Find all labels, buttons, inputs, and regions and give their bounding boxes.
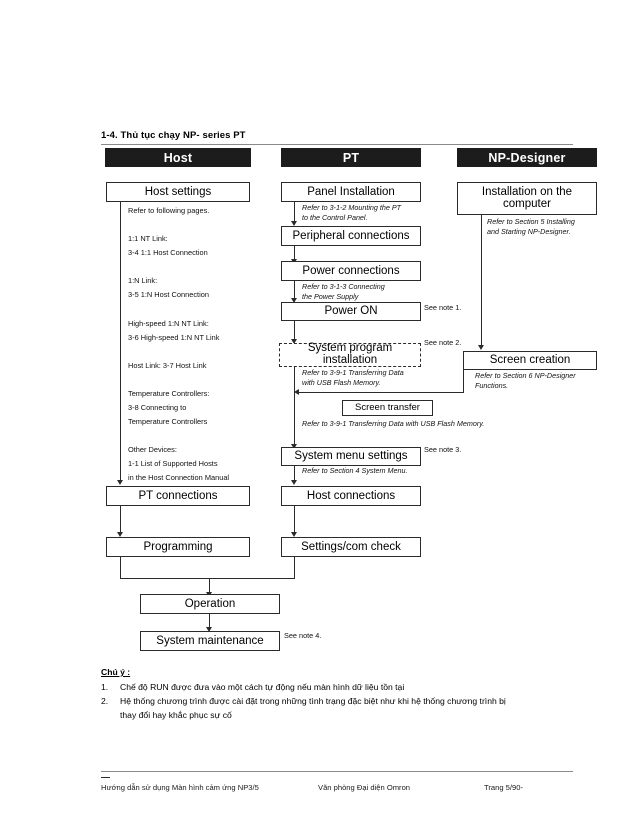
arrow-operation-to-maintenance: [206, 627, 212, 632]
footer-right-text: Trang 5/90-: [484, 783, 523, 792]
connector-operation-to-maintenance: [209, 614, 211, 629]
footer-center-text: Văn phòng Đại diện Omron: [318, 783, 411, 792]
flow-box-system-maintenance[interactable]: System maintenance: [140, 631, 280, 651]
arrow-panel-to-peripheral: [291, 221, 297, 226]
ref-screen-creation: Refer to Section 6 NP-Designer Functions…: [475, 371, 576, 390]
arrow-screen-creation-to-pt-spine: [294, 389, 299, 395]
flow-box-system-program-installation[interactable]: System program installation: [279, 343, 421, 367]
connector-programming-down: [120, 557, 122, 579]
arrow-pt-connections-to-programming: [117, 532, 123, 537]
title-divider: [101, 144, 573, 145]
flow-box-peripheral-connections[interactable]: Peripheral connections: [281, 226, 421, 246]
flow-box-power-connections[interactable]: Power connections: [281, 261, 421, 281]
flow-box-settings-com-check[interactable]: Settings/com check: [281, 537, 421, 557]
flow-box-programming[interactable]: Programming: [106, 537, 250, 557]
ref-power-connections: Refer to 3-1-3 Connecting the Power Supp…: [302, 282, 385, 301]
arrow-to-system-menu-settings: [291, 444, 297, 449]
note-tag-3: See note 3.: [424, 445, 462, 454]
flow-box-host-settings[interactable]: Host settings: [106, 182, 250, 202]
connector-system-menu-to-host-connections: [294, 466, 296, 481]
footer-left-text: Hướng dẫn sử dụng Màn hình cảm ứng NP3/5: [101, 783, 259, 792]
ref-screen-transfer: Refer to 3-9-1 Transferring Data with US…: [302, 419, 485, 428]
ref-installation-on-computer: Refer to Section 5 Installing and Starti…: [487, 217, 575, 236]
flow-box-installation-on-computer[interactable]: Installation on the computer: [457, 182, 597, 215]
column-header-pt: PT: [281, 148, 421, 167]
connector-peripheral-to-power: [294, 246, 296, 260]
flow-box-panel-installation[interactable]: Panel Installation: [281, 182, 421, 202]
connector-merge-to-operation: [209, 578, 211, 594]
note-tag-1: See note 1.: [424, 303, 462, 312]
note-tag-4: See note 4.: [284, 631, 322, 640]
note-text-1: Chế độ RUN được đưa vào một cách tự động…: [120, 682, 405, 692]
footer-tick-mark: [101, 777, 110, 778]
flow-box-screen-transfer[interactable]: Screen transfer: [342, 400, 433, 416]
connector-panel-to-peripheral: [294, 202, 296, 222]
system-program-installation-line1: System program: [307, 342, 393, 355]
note-number-1: 1.: [101, 682, 109, 692]
arrow-power-conn-to-power-on: [291, 298, 297, 303]
connector-installation-to-screen-creation: [481, 215, 483, 347]
note-tag-2: See note 2.: [424, 338, 462, 347]
arrow-installation-to-screen-creation: [478, 345, 484, 350]
note-number-2: 2.: [101, 696, 109, 706]
footer-divider: [101, 771, 573, 772]
connector-host-settings-to-pt-connections: [120, 202, 122, 481]
flow-box-pt-connections[interactable]: PT connections: [106, 486, 250, 506]
note-text-2: Hệ thống chương trình được cài đặt trong…: [120, 696, 506, 706]
connector-screen-creation-down: [463, 370, 465, 393]
column-header-host: Host: [105, 148, 251, 167]
connector-sysprog-to-system-menu: [294, 367, 296, 446]
installation-on-computer-line2: computer: [503, 197, 551, 210]
flow-box-system-menu-settings[interactable]: System menu settings: [281, 447, 421, 466]
host-settings-reference-list: Refer to following pages. 1:1 NT Link: 3…: [128, 206, 230, 483]
flow-box-screen-creation[interactable]: Screen creation: [463, 351, 597, 370]
flow-box-operation[interactable]: Operation: [140, 594, 280, 614]
connector-pt-connections-to-programming: [120, 506, 122, 533]
notes-heading: Chú ý :: [101, 667, 131, 677]
page-title: 1-4. Thủ tục chạy NP- series PT: [101, 130, 246, 141]
flow-box-host-connections[interactable]: Host connections: [281, 486, 421, 506]
arrow-system-menu-to-host-connections: [291, 480, 297, 485]
connector-screen-creation-left: [298, 392, 464, 394]
ref-system-program-installation: Refer to 3-9-1 Transferring Data with US…: [302, 368, 404, 387]
ref-system-menu-settings: Refer to Section 4 System Menu.: [302, 466, 408, 475]
arrow-power-on-to-sysprog: [291, 339, 297, 344]
connector-merge-bar: [120, 578, 295, 580]
note-text-2-continued: thay đổi hay khắc phục sự cố: [120, 710, 232, 720]
connector-settings-down: [294, 557, 296, 579]
arrow-host-settings-to-pt-connections: [117, 480, 123, 485]
arrow-host-connections-to-settings: [291, 532, 297, 537]
connector-power-conn-to-power-on: [294, 281, 296, 299]
system-program-installation-line2: installation: [322, 354, 378, 366]
column-header-np-designer: NP-Designer: [457, 148, 597, 167]
ref-panel-installation: Refer to 3-1-2 Mounting the PT to the Co…: [302, 203, 402, 222]
connector-power-on-to-sysprog: [294, 321, 296, 341]
installation-on-computer-line1: Installation on the: [481, 185, 573, 198]
flow-box-power-on[interactable]: Power ON: [281, 302, 421, 321]
connector-host-connections-to-settings: [294, 506, 296, 533]
